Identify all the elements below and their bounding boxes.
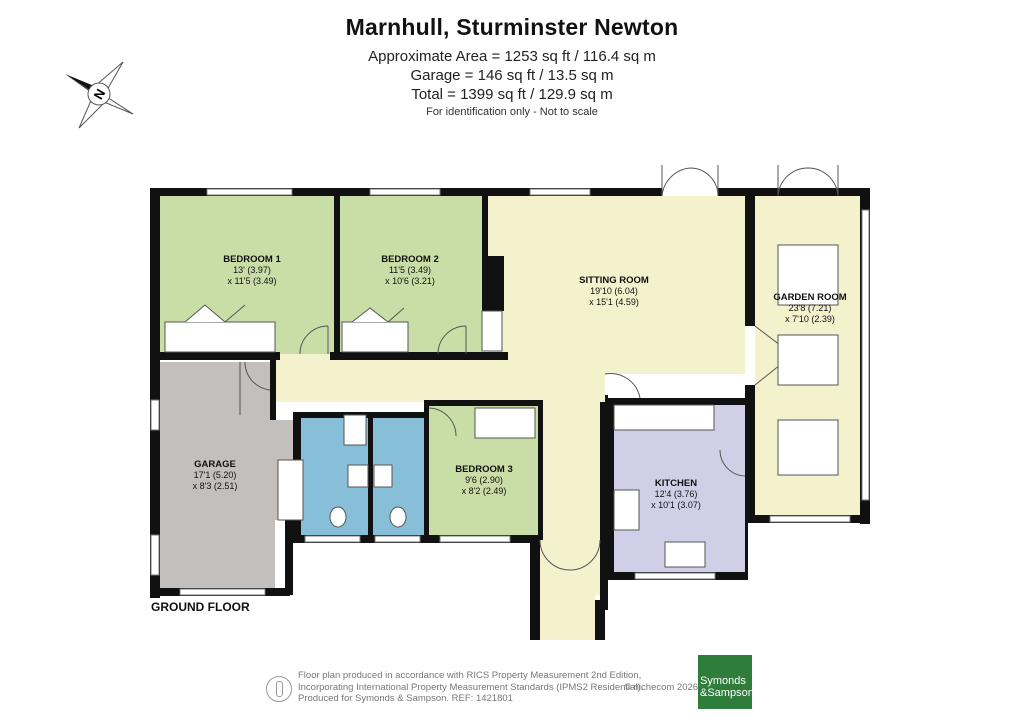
rics-icon (266, 676, 292, 702)
kitchen-label: KITCHEN (655, 478, 697, 489)
compass-north-icon: N (65, 61, 134, 129)
porch (540, 595, 595, 640)
brand-logo: Symonds &Sampson (698, 655, 754, 709)
sitting-room-label: SITTING ROOM (579, 275, 649, 286)
svg-text:x 8'3 (2.51): x 8'3 (2.51) (193, 481, 238, 491)
floor-label: GROUND FLOOR (151, 600, 250, 614)
skylights (777, 244, 839, 476)
svg-text:x 10'1 (3.07): x 10'1 (3.07) (651, 500, 701, 510)
room-labels: BEDROOM 1 13' (3.97) x 11'5 (3.49) BEDRO… (193, 254, 847, 510)
page-title: Marnhull, Sturminster Newton (345, 14, 679, 40)
kitchen-fittings (613, 404, 715, 568)
total-area: Total = 1399 sq ft / 129.9 sq m (411, 86, 613, 103)
svg-text:x 10'6 (3.21): x 10'6 (3.21) (385, 276, 435, 286)
bedroom1-label: BEDROOM 1 (223, 254, 281, 265)
svg-text:13' (3.97): 13' (3.97) (233, 265, 271, 275)
svg-text:23'8 (7.21): 23'8 (7.21) (789, 303, 832, 313)
garden-room-label: GARDEN ROOM (773, 292, 846, 303)
identification-note: For identification only - Not to scale (426, 106, 598, 118)
bedroom3-label: BEDROOM 3 (455, 464, 513, 475)
wardrobes (164, 304, 536, 446)
bathroom-fixtures (277, 459, 407, 528)
bedroom2-label: BEDROOM 2 (381, 254, 439, 265)
svg-text:19'10 (6.04): 19'10 (6.04) (590, 286, 638, 296)
svg-text:17'1 (5.20): 17'1 (5.20) (194, 470, 237, 480)
garage-room (160, 362, 275, 588)
doors (239, 165, 839, 571)
approximate-area: Approximate Area = 1253 sq ft / 116.4 sq… (368, 48, 656, 65)
svg-text:x 7'10 (2.39): x 7'10 (2.39) (785, 314, 835, 324)
copyright: © nichecom 2026. (624, 682, 701, 693)
garage-area: Garage = 146 sq ft / 13.5 sq m (410, 67, 614, 84)
hallway (275, 354, 605, 402)
sitting-room (488, 196, 745, 374)
svg-text:9'6 (2.90): 9'6 (2.90) (465, 475, 503, 485)
hall-corridor (540, 395, 600, 595)
svg-text:11'5 (3.49): 11'5 (3.49) (389, 265, 431, 275)
footer-disclaimer: Floor plan produced in accordance with R… (298, 670, 644, 704)
garage-label: GARAGE (194, 459, 236, 470)
svg-text:x 8'2 (2.49): x 8'2 (2.49) (462, 486, 507, 496)
svg-text:x 15'1 (4.59): x 15'1 (4.59) (589, 297, 639, 307)
svg-text:x 11'5 (3.49): x 11'5 (3.49) (227, 276, 276, 286)
svg-text:12'4 (3.76): 12'4 (3.76) (655, 489, 698, 499)
windows (150, 188, 870, 596)
